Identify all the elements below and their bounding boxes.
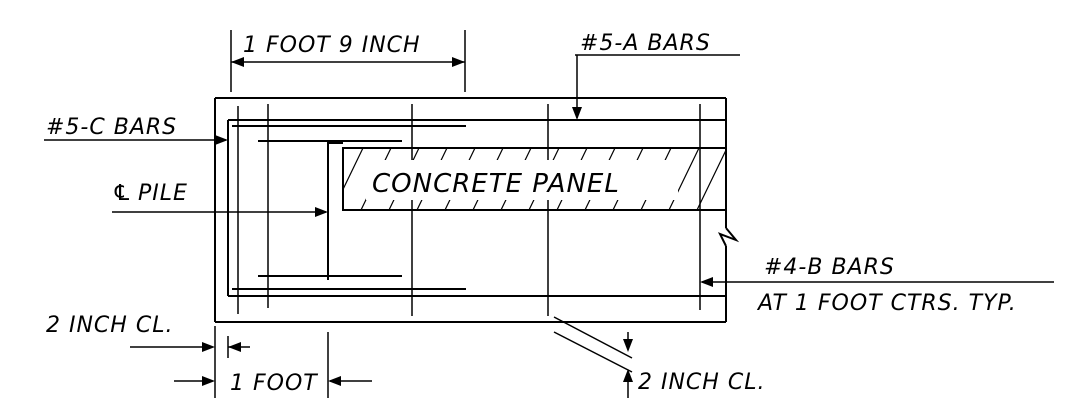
bottom-dimension: 1 FOOT xyxy=(174,332,372,398)
left-clearance-label: 2 INCH CL. xyxy=(46,313,173,338)
bars-4b-spacing-label: AT 1 FOOT CTRS. TYP. xyxy=(756,291,1017,316)
bottom-clearance-label: 2 INCH CL. xyxy=(638,370,765,395)
top-dimension: 1 FOOT 9 INCH xyxy=(230,30,466,92)
bars-5c-callout: #5-C BARS xyxy=(44,115,228,145)
bars-4b-callout: #4-B BARS AT 1 FOOT CTRS. TYP. xyxy=(700,255,1054,316)
centerline-symbol: ℄ xyxy=(112,181,133,206)
bottom-reinforcement xyxy=(228,275,726,297)
bars-5c-label: #5-C BARS xyxy=(46,115,177,140)
panel-label: CONCRETE PANEL xyxy=(372,169,620,199)
top-dimension-label: 1 FOOT 9 INCH xyxy=(243,33,421,58)
bars-4b-label: #4-B BARS xyxy=(764,255,895,280)
pile-label: PILE xyxy=(138,181,188,206)
pile-callout: ℄ PILE xyxy=(112,181,328,217)
bars-5a-label: #5-A BARS xyxy=(580,31,711,56)
concrete-panel: CONCRETE PANEL xyxy=(342,147,727,211)
bars-5a-callout: #5-A BARS xyxy=(572,31,740,120)
left-clearance-dimension: 2 INCH CL. xyxy=(46,313,250,398)
bottom-dimension-label: 1 FOOT xyxy=(230,371,318,396)
bottom-clearance-dimension: 2 INCH CL. xyxy=(553,316,765,398)
top-reinforcement xyxy=(227,119,726,296)
pile-outline xyxy=(327,142,343,280)
